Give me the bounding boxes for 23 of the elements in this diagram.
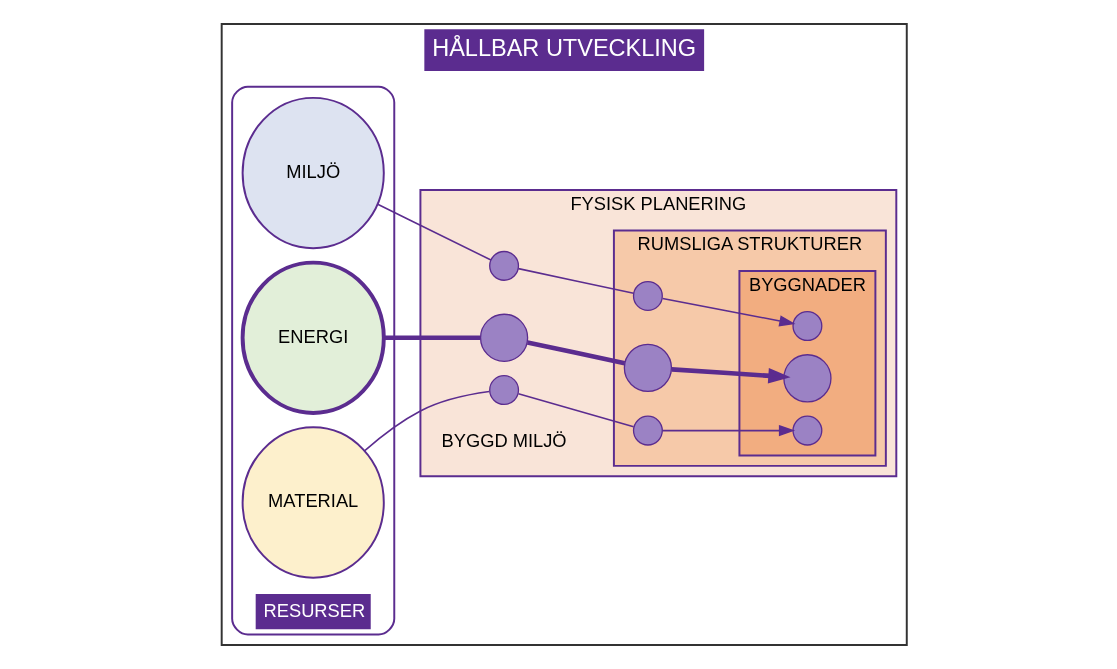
- arrow: [661, 424, 795, 437]
- connector: [517, 393, 634, 428]
- connector: [383, 335, 480, 341]
- node-circle: MATERIAL: [241, 426, 385, 579]
- node-circle: [632, 280, 663, 311]
- arrow: [671, 367, 791, 384]
- cluster: BYGGNADER: [737, 270, 876, 457]
- node-circle: ENERGI: [240, 260, 386, 415]
- node-circle: [791, 415, 822, 446]
- node-circle: [479, 313, 528, 362]
- node-circle: MILJÖ: [241, 96, 385, 250]
- node-circle: [488, 375, 519, 406]
- node-circle: [782, 354, 832, 403]
- connector: [517, 267, 634, 294]
- node-circle: [791, 310, 822, 342]
- connector: [526, 340, 625, 366]
- connector: [363, 390, 490, 452]
- node-circle: [488, 250, 519, 281]
- node-label: BYGGD MILJÖ: [441, 430, 567, 452]
- connector: [376, 203, 492, 261]
- node-circle: [623, 343, 672, 393]
- arrow: [661, 297, 796, 327]
- node-circle: [632, 415, 663, 446]
